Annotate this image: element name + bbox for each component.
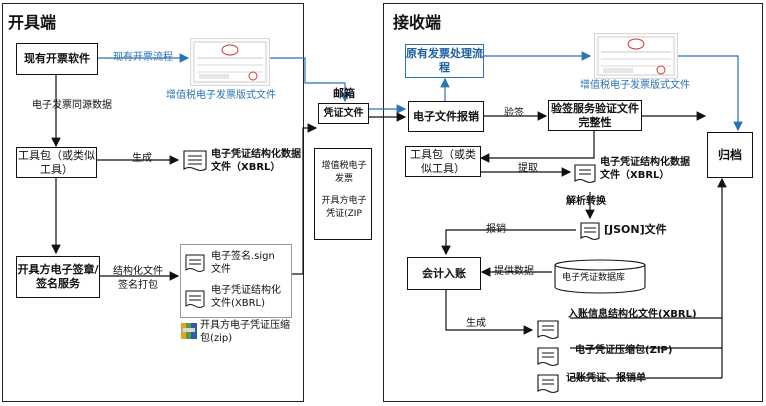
vat-layout-file-label-receiver: 增值税电子发票版式文件: [580, 80, 690, 91]
issuer-structured-file-label: 电子凭证结构化数据文件（XBRL）: [211, 149, 301, 173]
verify-label: 验签: [504, 108, 524, 119]
out-file1-label: 入账信息结构化文件(XBRL): [568, 309, 697, 320]
reimburse-label: 报销: [486, 224, 506, 235]
vat-invoice-thumbnail-receiver: [594, 33, 678, 79]
invoice-image-receiver: [597, 36, 675, 76]
out-file1-icon: [537, 320, 559, 340]
out-file2-label: 电子凭证压缩包(ZIP): [575, 345, 673, 356]
extract-label: 提取: [518, 163, 538, 174]
vat-invoice-thumbnail-issuer: [190, 38, 270, 86]
zip-package-label: 开具方电子凭证压缩包(zip): [200, 320, 290, 344]
generate-label-issuer: 生成: [132, 153, 152, 164]
issuer-sign-service-box: 开具方电子签章/签名服务: [16, 256, 100, 298]
vat-layout-file-label-issuer: 增值税电子发票版式文件: [166, 90, 276, 101]
provide-data-label: 提供数据: [494, 266, 534, 277]
archive-box: 归档: [707, 132, 753, 178]
zip-archive-icon: [181, 323, 197, 339]
receiver-panel-title: 接收端: [393, 13, 442, 32]
existing-flow-label: 现有开票流程: [113, 52, 173, 63]
existing-invoice-process-box: 原有发票处理流程: [405, 44, 484, 78]
invoice-image: [193, 41, 267, 83]
generate-label-receiver: 生成: [466, 318, 486, 329]
mailbox-content-line1: 增值税电子发票: [321, 161, 367, 184]
parse-convert-label: 解析转换: [566, 196, 606, 207]
issuer-panel-title: 开具端: [8, 13, 57, 32]
json-document-icon: [580, 222, 600, 241]
accounting-box: 会计入账: [407, 257, 481, 290]
zip-package-frame: [180, 244, 292, 318]
out-file2-icon: [537, 347, 559, 367]
existing-invoicing-software-box: 现有开票软件: [16, 43, 98, 75]
xbrl-document-label: 电子凭证结构化文件(XBRL): [211, 285, 281, 309]
receiver-xbrl-document-icon: [574, 164, 596, 184]
e-file-reimburse-box: 电子文件报销: [408, 101, 484, 132]
xbrl-document-icon: [183, 150, 207, 172]
json-file-label: [JSON]文件: [604, 223, 667, 236]
out-file3-label: 记账凭证、报销单: [566, 373, 646, 384]
voucher-database-icon: [554, 259, 646, 294]
mailbox-content-line2: 开具方电子凭证(ZIP: [321, 196, 367, 219]
out-file3-icon: [537, 374, 559, 394]
receiver-toolkit-box: 工具包（或类似工具）: [405, 146, 481, 177]
verify-service-box: 验签服务验证文件完整性: [548, 100, 642, 131]
mailbox-content-box: [314, 148, 372, 240]
issuer-toolkit-box: 工具包（或类似工具）: [16, 147, 97, 178]
xbrl-file-document-icon: [185, 290, 205, 308]
receiver-structured-file-label: 电子凭证结构化数据文件（XBRL）: [600, 157, 690, 181]
structured-file-label: 结构化文件: [113, 266, 163, 277]
mailbox-title: 邮箱: [333, 87, 355, 100]
sign-document-icon: [185, 254, 205, 272]
database-label: 电子凭证数据库: [562, 273, 626, 283]
sig-document-label: 电子签名.sign文件: [211, 251, 275, 275]
sign-pack-label: 签名打包: [118, 280, 158, 291]
return-data-label: 电子发票同源数据: [32, 100, 112, 111]
voucher-file-box: 凭证文件: [318, 103, 369, 124]
